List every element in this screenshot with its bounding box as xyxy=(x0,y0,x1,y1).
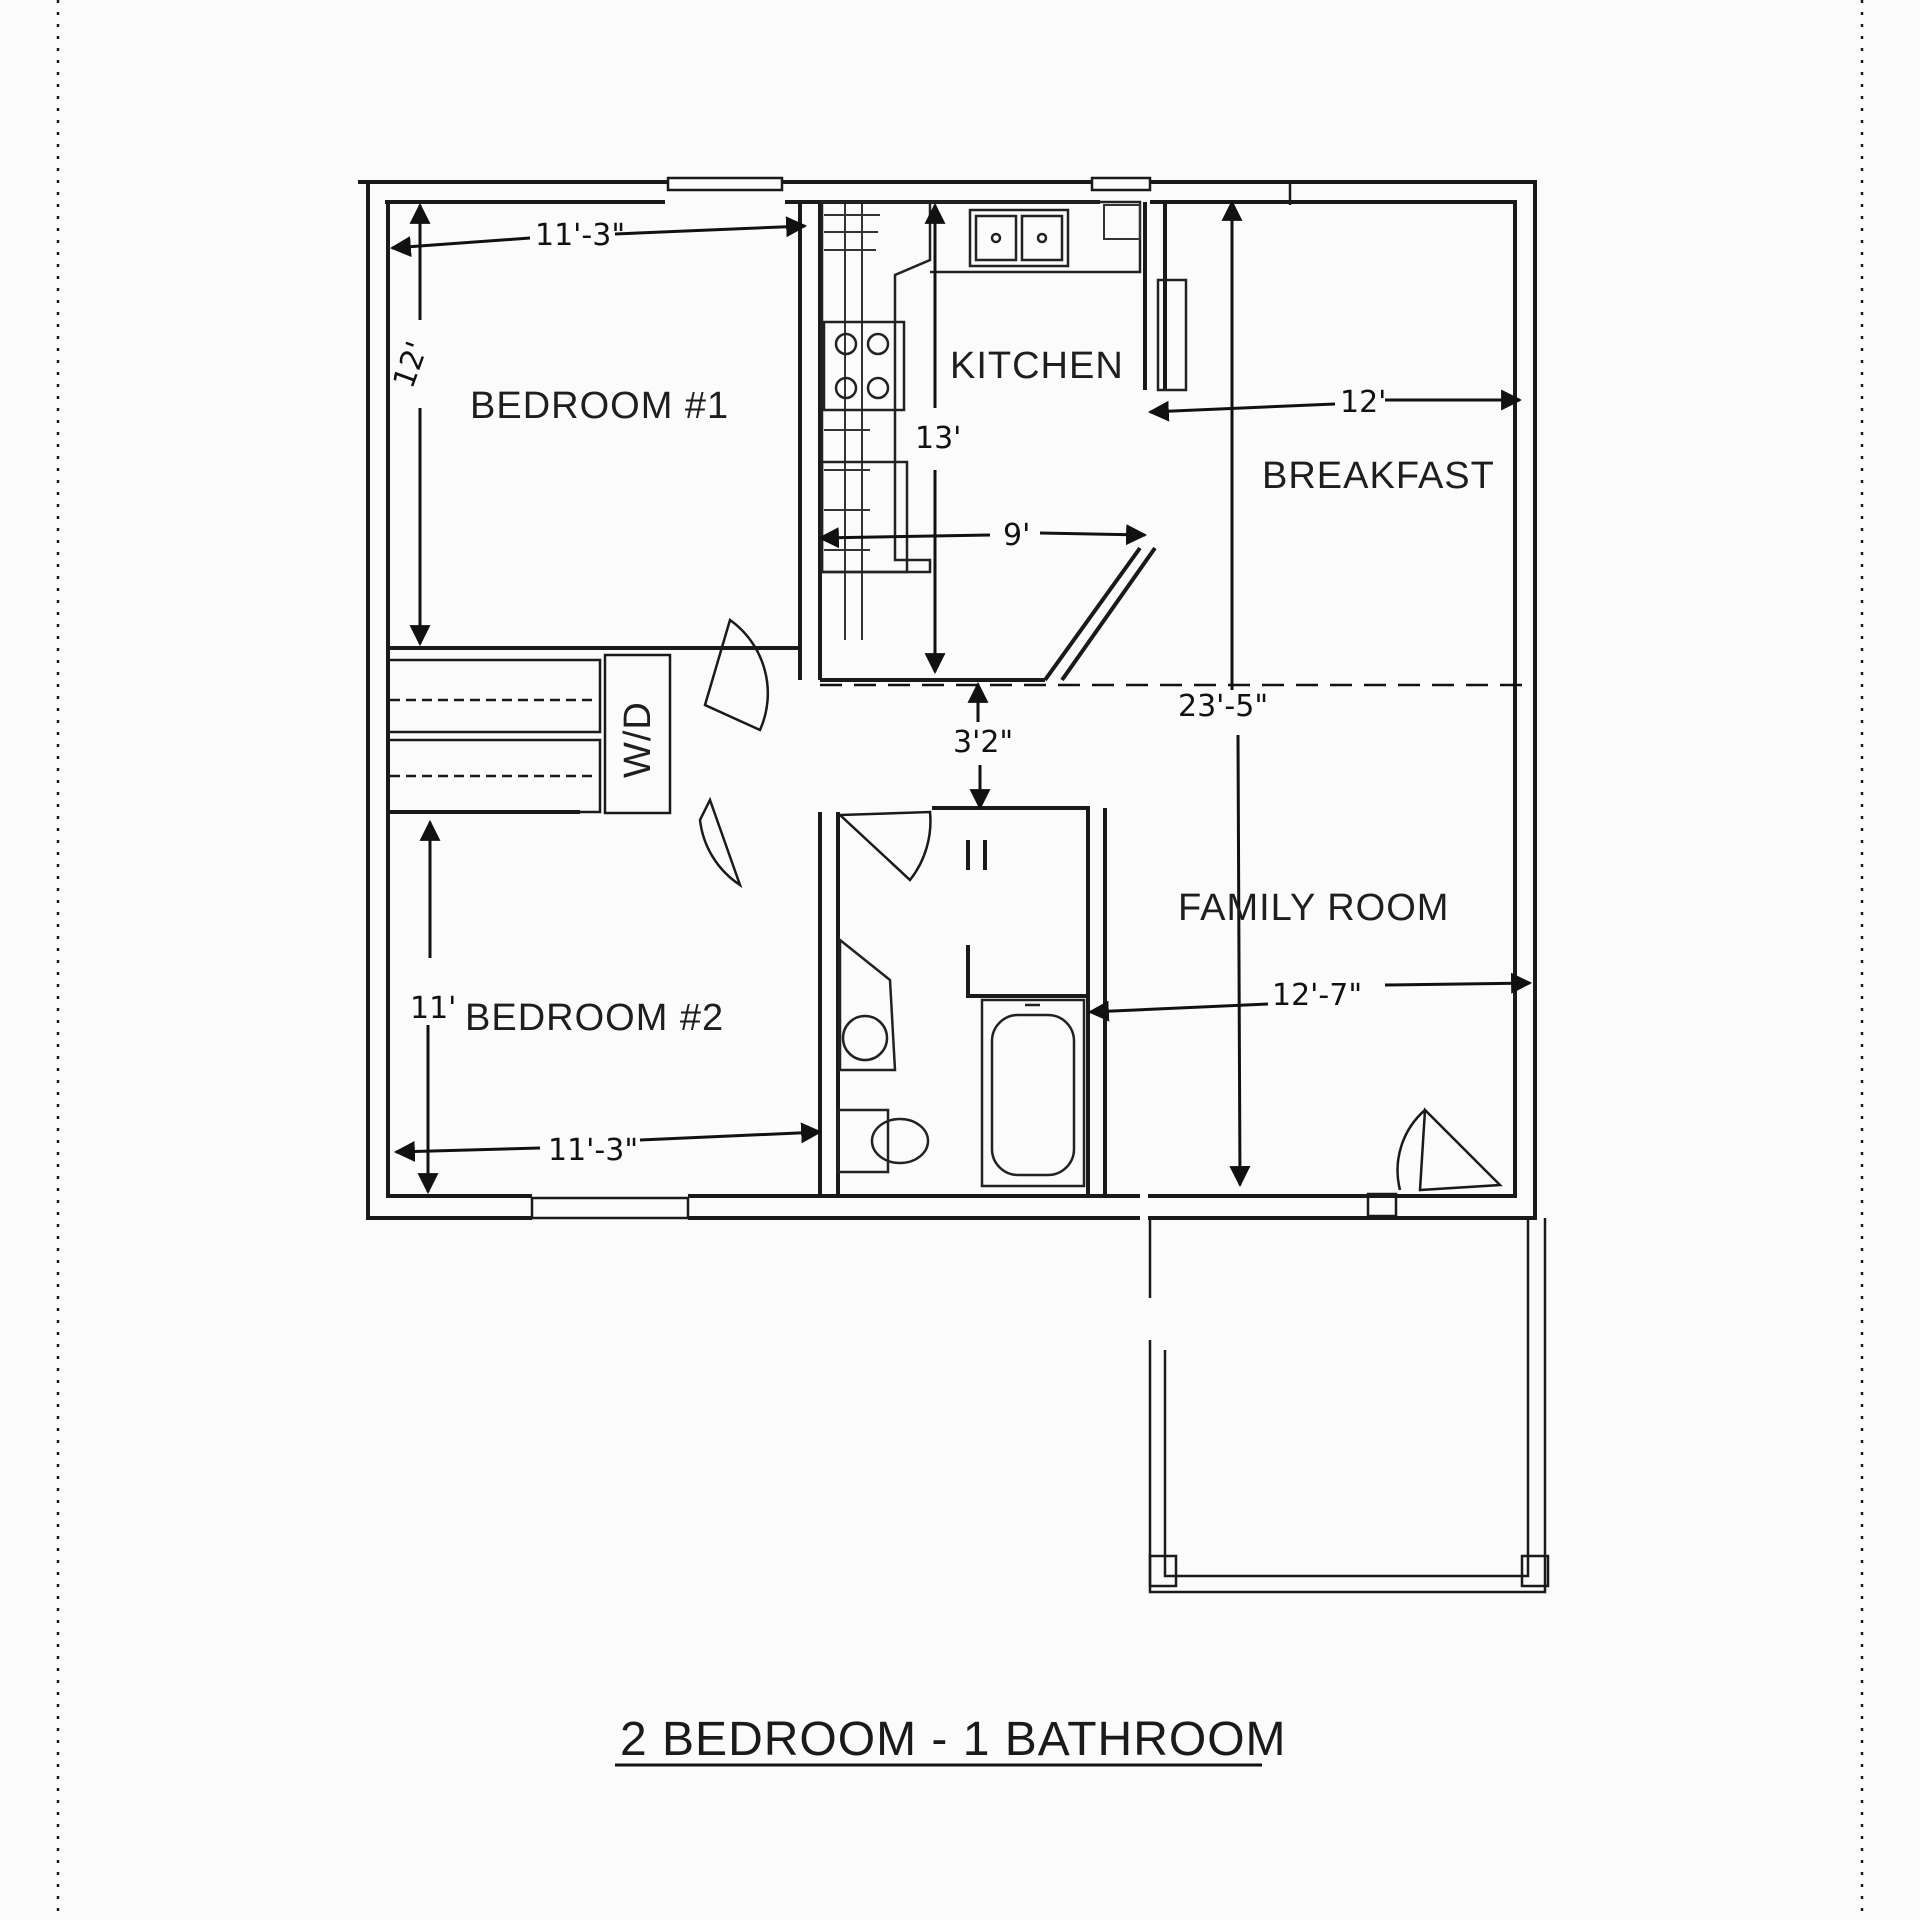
door-family-room xyxy=(1418,1107,1503,1192)
sink-icon xyxy=(841,1014,889,1062)
dim-label-kitchen-depth: 13' xyxy=(915,421,961,456)
stove-burner-icon xyxy=(834,376,858,400)
kitchen-fixtures xyxy=(820,200,1188,640)
window-bedroom2-bottom xyxy=(530,1196,690,1220)
patio-outline-outer xyxy=(1148,1218,1547,1594)
dim-label-overall-depth: 23'-5" xyxy=(1178,689,1268,724)
bathtub xyxy=(980,998,1086,1188)
dim-label-bedroom2-width: 11'-3" xyxy=(548,1133,638,1168)
stove-burner-icon xyxy=(866,376,890,400)
closet-lower xyxy=(386,738,602,814)
dim-label-bedroom1-depth: 12' xyxy=(387,337,436,393)
patio-outline-inner xyxy=(1163,1218,1530,1578)
doors xyxy=(698,617,1503,1192)
toilet-icon xyxy=(870,1117,930,1165)
kitchen-counter xyxy=(820,200,932,574)
room-label-washer-dryer: W/D xyxy=(617,701,659,778)
room-label-kitchen: KITCHEN xyxy=(950,345,1124,387)
bathroom-fixtures xyxy=(836,937,1086,1188)
closets xyxy=(386,658,602,814)
room-label-bedroom2: BEDROOM #2 xyxy=(465,997,724,1039)
stove-burner-icon xyxy=(866,332,890,356)
door-bedroom1 xyxy=(703,617,770,732)
pantry xyxy=(1156,278,1188,392)
dim-label-bedroom2-depth: 11' xyxy=(410,991,456,1026)
room-label-family-room: FAMILY ROOM xyxy=(1178,887,1449,929)
refrigerator xyxy=(820,460,909,574)
kitchen-sink xyxy=(968,208,1070,268)
stove xyxy=(822,320,906,412)
patio xyxy=(1148,1218,1550,1594)
door-bathroom xyxy=(836,810,932,882)
toilet-tank xyxy=(836,1108,890,1174)
dim-label-breakfast-width: 12' xyxy=(1340,385,1386,420)
dimension-lines xyxy=(389,199,1533,1195)
stove-burner-icon xyxy=(834,332,858,356)
dim-label-hall-width: 3'2" xyxy=(953,725,1013,760)
dim-label-bedroom1-width: 11'-3" xyxy=(535,218,625,253)
closet-upper xyxy=(386,658,602,734)
plan-title: 2 BEDROOM - 1 BATHROOM xyxy=(620,1713,1287,1766)
dim-label-family-room-width: 12'-7" xyxy=(1272,978,1362,1013)
door-bedroom2 xyxy=(698,796,743,889)
door-jamb xyxy=(1366,1192,1398,1218)
window-breakfast-top xyxy=(1090,176,1152,192)
vanity xyxy=(838,937,897,1072)
wd-closet-outline xyxy=(603,653,672,815)
room-label-breakfast: BREAKFAST xyxy=(1262,455,1495,497)
room-label-bedroom1: BEDROOM #1 xyxy=(470,385,729,427)
dishwasher xyxy=(1103,204,1141,240)
window-kitchen-top xyxy=(666,176,784,192)
exterior-walls xyxy=(358,176,1537,1220)
bathtub-basin xyxy=(990,1013,1076,1177)
counter-hatch xyxy=(824,204,880,640)
dim-label-kitchen-width: 9' xyxy=(1003,518,1030,553)
